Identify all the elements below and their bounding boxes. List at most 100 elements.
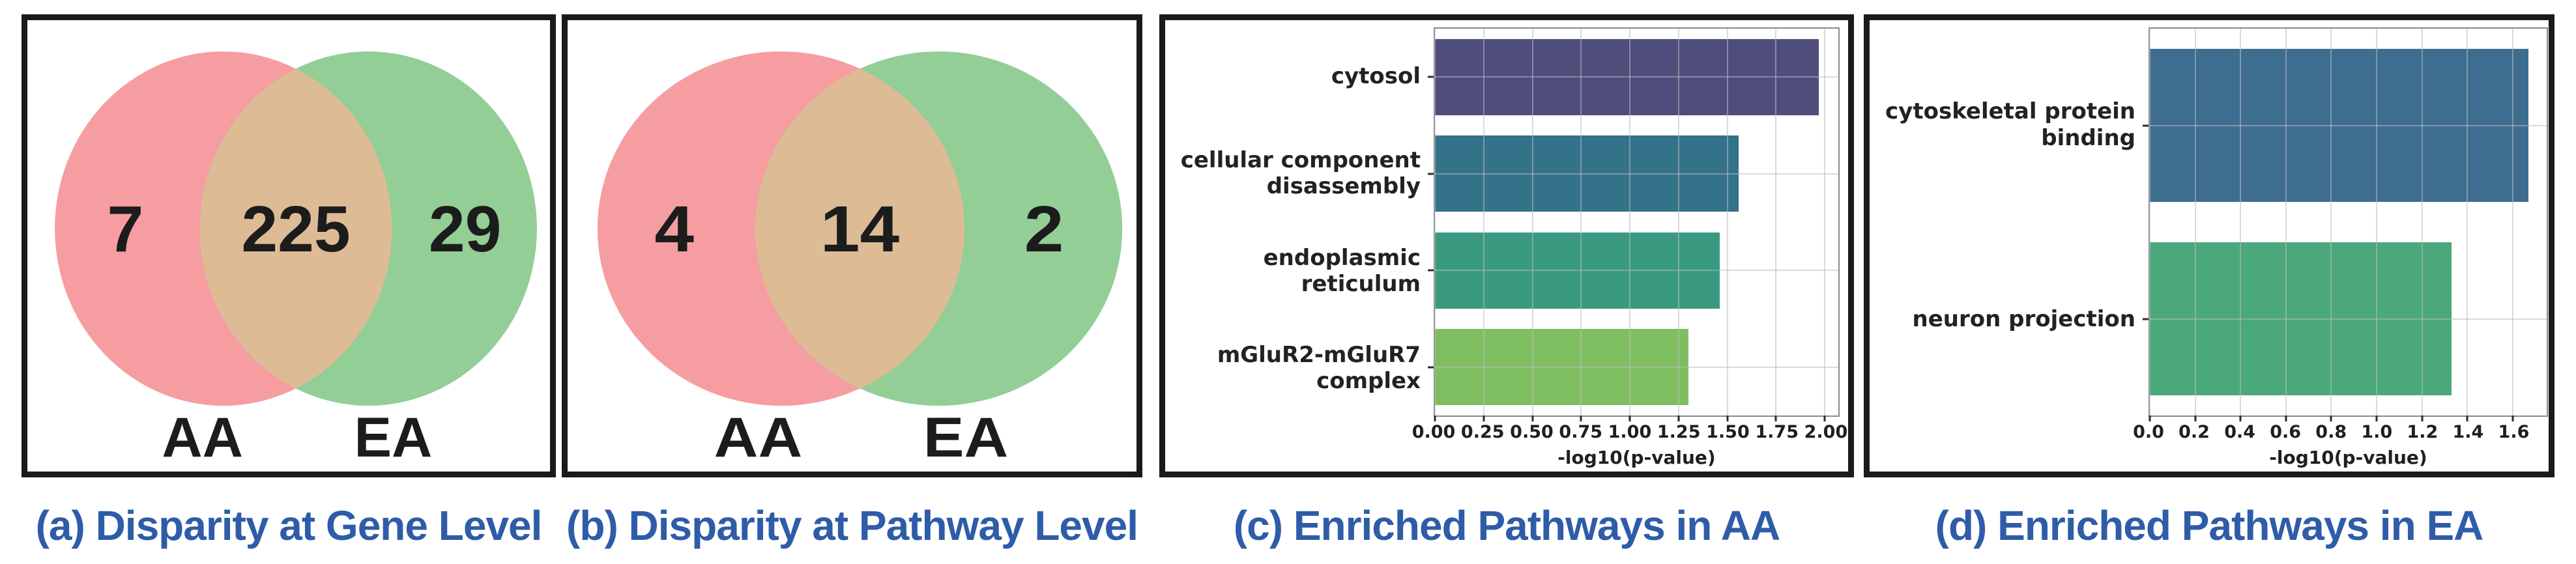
x-tick-mark — [1434, 416, 1436, 421]
x-tick-mark — [2239, 416, 2242, 421]
bar-row — [1435, 126, 1838, 223]
venn-right-count: 29 — [429, 193, 501, 266]
x-tick-mark — [1580, 416, 1582, 421]
bar-rows — [2150, 29, 2547, 416]
category-label-line: disassembly — [1266, 173, 1421, 200]
bar-row — [2150, 29, 2547, 222]
caption-enriched-aa: (c) Enriched Pathways in AA — [1233, 502, 1780, 549]
bar-rows — [1435, 29, 1838, 416]
x-tick-label: 0.8 — [2315, 422, 2347, 442]
bar-row — [1435, 319, 1838, 416]
x-tick-label: 1.25 — [1657, 422, 1701, 442]
x-tick-mark — [1531, 416, 1534, 421]
bar-mglur2-mglur7-complex — [1435, 329, 1688, 406]
category-label-line: complex — [1316, 368, 1421, 395]
venn-left-set-label: AA — [714, 407, 803, 470]
bar-endoplasmic-reticulum — [1435, 232, 1720, 309]
category-label-line: endoplasmic — [1263, 244, 1421, 271]
x-tick-label: 0.75 — [1559, 422, 1603, 442]
bar-cytosol — [1435, 38, 1819, 115]
venn-left-count: 4 — [654, 193, 694, 266]
bar-row — [1435, 29, 1838, 126]
venn-overlap-region — [755, 51, 964, 406]
x-tick-label: 0.2 — [2178, 422, 2210, 442]
y-tick-mark — [1428, 173, 1434, 175]
x-tick-label: 1.4 — [2452, 422, 2484, 442]
category-label-line: reticulum — [1301, 270, 1421, 297]
x-tick-label: 0.50 — [1510, 422, 1554, 442]
y-tick-mark — [1428, 366, 1434, 369]
x-tick-mark — [2194, 416, 2197, 421]
venn-right-set-label: EA — [355, 406, 433, 469]
venn-diagram-gene-level: 7 225 29 AA EA — [55, 51, 537, 469]
venn-left-count: 7 — [107, 193, 143, 266]
x-tick-mark — [1677, 416, 1680, 421]
x-tick-label: 1.75 — [1755, 422, 1799, 442]
category-label-line: neuron projection — [1912, 306, 2135, 333]
x-tick-label: 1.0 — [2361, 422, 2393, 442]
venn-overlap-count: 225 — [241, 193, 350, 266]
x-tick-label: 1.50 — [1706, 422, 1750, 442]
x-tick-mark — [2421, 416, 2424, 421]
y-tick-mark — [1428, 76, 1434, 78]
x-tick-mark — [2149, 416, 2151, 421]
plot-area — [1428, 27, 1840, 421]
x-tick-mark — [2330, 416, 2332, 421]
panel-gene-level-venn: 7 225 29 AA EA — [22, 14, 556, 477]
x-tick-mark — [2466, 416, 2468, 421]
x-tick-mark — [1483, 416, 1485, 421]
category-label-line: cellular component — [1180, 147, 1421, 174]
bar-row — [2150, 222, 2547, 416]
category-label-line: binding — [2041, 124, 2135, 151]
y-tick-mark — [2143, 124, 2149, 126]
x-axis-label: -log10(p-value) — [2269, 447, 2427, 468]
x-tick-mark — [2285, 416, 2287, 421]
y-tick-mark — [2143, 318, 2149, 320]
x-tick-mark — [1823, 416, 1826, 421]
category-label-text: neuron projection — [1913, 306, 2139, 332]
category-label-line: mGluR2-mGluR7 — [1217, 342, 1421, 369]
category-label: neuron projection — [1870, 222, 2139, 417]
category-label-line: cytoskeletal protein — [1885, 98, 2135, 125]
x-tick-mark — [1628, 416, 1631, 421]
caption-enriched-ea: (d) Enriched Pathways in EA — [1935, 502, 2484, 549]
x-tick-label: 1.00 — [1608, 422, 1652, 442]
x-tick-label: 0.6 — [2270, 422, 2302, 442]
category-label: cytosol — [1165, 27, 1425, 125]
x-axis-label: -log10(p-value) — [1557, 447, 1716, 468]
y-tick-mark — [1428, 269, 1434, 272]
x-tick-label: 0.0 — [2133, 422, 2164, 442]
venn-right-count: 2 — [1024, 193, 1064, 266]
x-tick-label: 0.4 — [2224, 422, 2256, 442]
x-tick-label: 1.6 — [2498, 422, 2530, 442]
x-tick-label: 1.2 — [2407, 422, 2439, 442]
panel-pathway-level-venn: 4 14 2 AA EA — [562, 14, 1142, 477]
x-ticks: 0.0 0.2 0.4 0.6 0.8 1.0 1.2 1.4 1.6 — [2133, 422, 2548, 445]
x-tick-mark — [2375, 416, 2378, 421]
plot-area — [2143, 27, 2548, 421]
venn-right-set-label: EA — [923, 407, 1008, 470]
caption-gene-level: (a) Disparity at Gene Level — [35, 502, 543, 549]
venn-diagram-pathway-level: 4 14 2 AA EA — [597, 51, 1123, 470]
venn-overlap-region — [199, 51, 392, 406]
category-label-line: cytosol — [1331, 63, 1421, 89]
x-tick-label: 0.25 — [1460, 422, 1505, 442]
x-tick-mark — [1774, 416, 1777, 421]
venn-left-set-label: AA — [162, 406, 243, 469]
x-tick-label: 2.00 — [1804, 422, 1848, 442]
